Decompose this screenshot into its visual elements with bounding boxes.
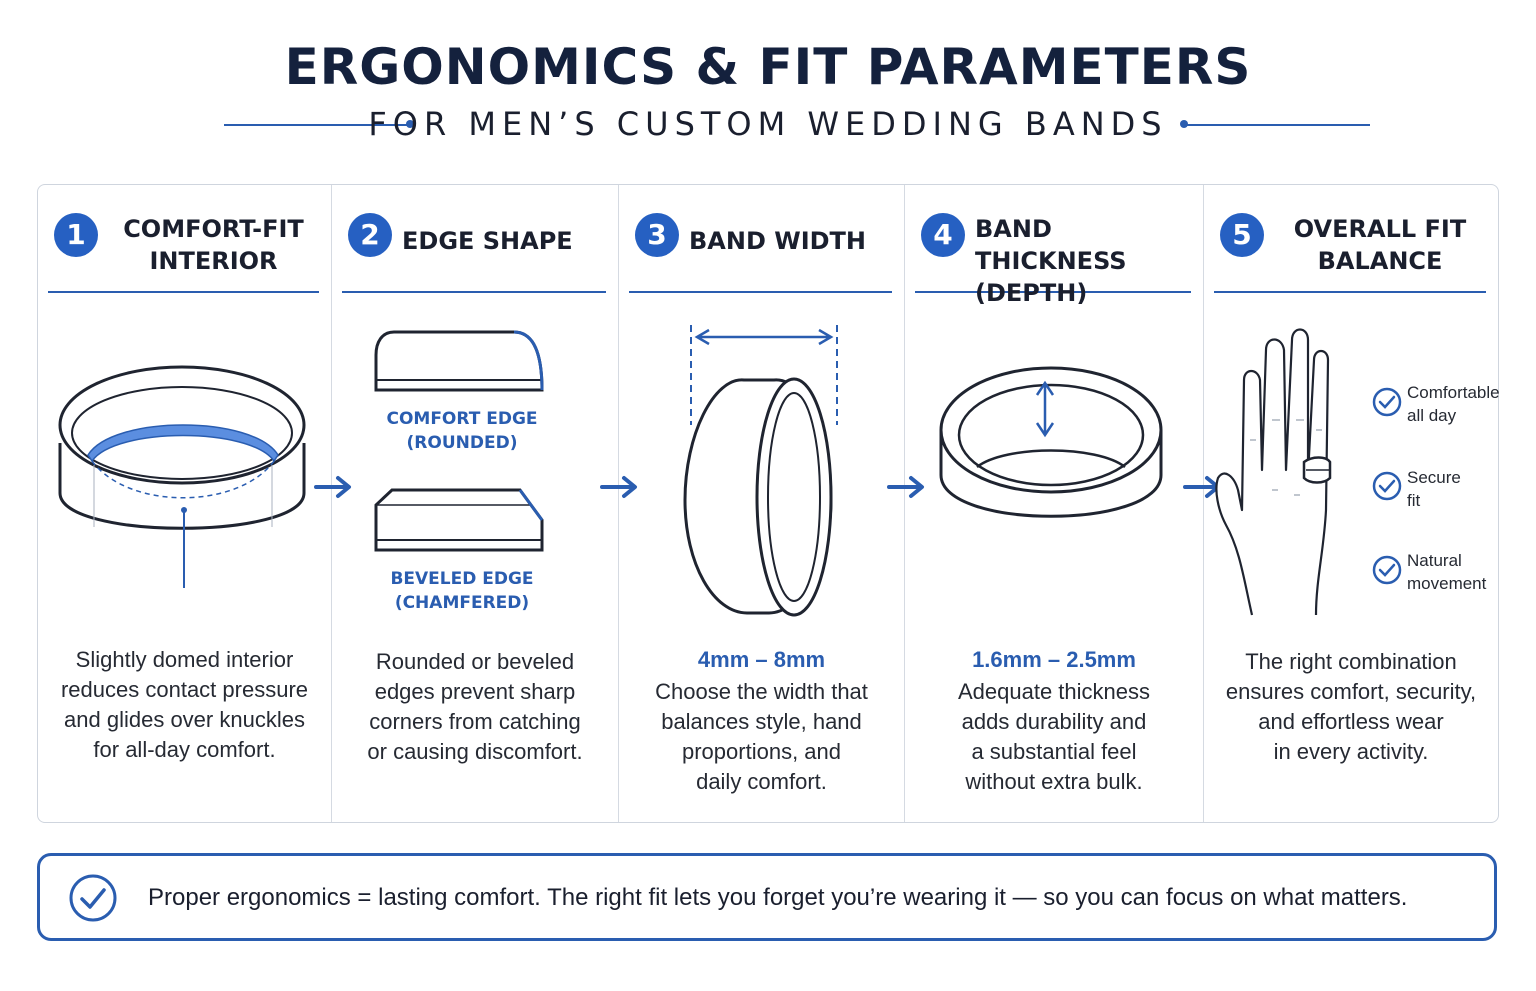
column-header: 4 BAND THICKNESS (DEPTH)	[915, 205, 1191, 307]
comfort-edge-profile-icon	[374, 330, 544, 392]
column-divider	[618, 185, 619, 822]
arrow-right-icon	[314, 476, 351, 498]
page-title: ERGONOMICS & FIT PARAMETERS	[284, 38, 1252, 96]
column-description: Adequate thickness adds durability and a…	[957, 679, 1151, 794]
column-band-thickness: 4 BAND THICKNESS (DEPTH) 1.6mm – 2.5mm A…	[905, 185, 1220, 822]
beveled-edge-label: BEVELED EDGE (CHAMFERED)	[390, 569, 534, 613]
comfort-edge-label: COMFORT EDGE (ROUNDED)	[386, 409, 538, 453]
subtitle-rule-right	[1186, 124, 1370, 126]
check-circle-icon	[1372, 555, 1402, 585]
comfort-fit-ring-icon	[58, 365, 306, 588]
band-width-spec: 4mm – 8mm	[697, 647, 826, 672]
column-title: OVERALL FIT BALANCE	[1293, 215, 1467, 275]
check-circle-icon	[69, 874, 117, 922]
column-divider	[331, 185, 332, 822]
beveled-edge-profile-icon	[374, 488, 544, 552]
page-subtitle: FOR MEN’S CUSTOM WEDDING BANDS	[368, 105, 1168, 143]
column-title: EDGE SHAPE	[402, 227, 573, 255]
step-badge-3: 3	[635, 213, 679, 257]
column-description: Slightly domed interior reduces contact …	[60, 647, 309, 762]
column-header: 3 BAND WIDTH	[629, 205, 892, 293]
arrow-right-icon	[600, 476, 637, 498]
column-comfort-fit: 1 COMFORT-FIT INTERIOR Slightly domed in…	[38, 185, 351, 822]
step-badge-1: 1	[54, 213, 98, 257]
column-title: BAND WIDTH	[689, 227, 867, 255]
hand-with-ring-icon	[1215, 328, 1332, 616]
subtitle-row: FOR MEN’S CUSTOM WEDDING BANDS	[0, 105, 1536, 145]
column-edge-shape: 2 EDGE SHAPE COMFORT EDGE (ROUNDED) BEVE…	[332, 185, 637, 822]
column-header: 5 OVERALL FIT BALANCE	[1214, 205, 1486, 293]
column-description: Rounded or beveled edges prevent sharp c…	[367, 649, 583, 764]
column-title: BAND THICKNESS (DEPTH)	[975, 215, 1127, 307]
check-label-secure: Secure fit	[1407, 468, 1461, 510]
step-badge-2: 2	[348, 213, 392, 257]
check-label-comfortable: Comfortable all day	[1407, 383, 1500, 425]
column-band-width: 3 BAND WIDTH 4mm – 8mm Choose the width …	[619, 185, 924, 822]
step-badge-5: 5	[1220, 213, 1264, 257]
arrow-right-icon	[887, 476, 924, 498]
column-header: 2 EDGE SHAPE	[342, 205, 606, 293]
step-badge-4: 4	[921, 213, 965, 257]
band-thickness-spec: 1.6mm – 2.5mm	[972, 647, 1136, 672]
column-title: COMFORT-FIT INTERIOR	[123, 215, 304, 275]
check-circle-icon	[1372, 471, 1402, 501]
band-thickness-ring-icon	[939, 366, 1163, 518]
column-divider	[1203, 185, 1204, 822]
column-description: Choose the width that balances style, ha…	[655, 679, 868, 794]
footer-text: Proper ergonomics = lasting comfort. The…	[148, 884, 1408, 911]
check-label-natural: Natural movement	[1407, 551, 1487, 593]
column-overall-fit: 5 OVERALL FIT BALANCE Comfortable all da…	[1204, 185, 1500, 822]
column-divider	[904, 185, 905, 822]
band-width-ring-icon	[683, 325, 838, 617]
column-header: 1 COMFORT-FIT INTERIOR	[48, 205, 319, 293]
subtitle-rule-left	[224, 124, 410, 126]
parameters-panel: 1 COMFORT-FIT INTERIOR Slightly domed in…	[37, 184, 1500, 823]
check-circle-icon	[1372, 387, 1402, 417]
subtitle-rule-dot-left	[406, 120, 414, 128]
column-description: The right combination ensures comfort, s…	[1225, 649, 1477, 764]
subtitle-rule-dot-right	[1180, 120, 1188, 128]
footer-callout: Proper ergonomics = lasting comfort. The…	[37, 853, 1497, 941]
